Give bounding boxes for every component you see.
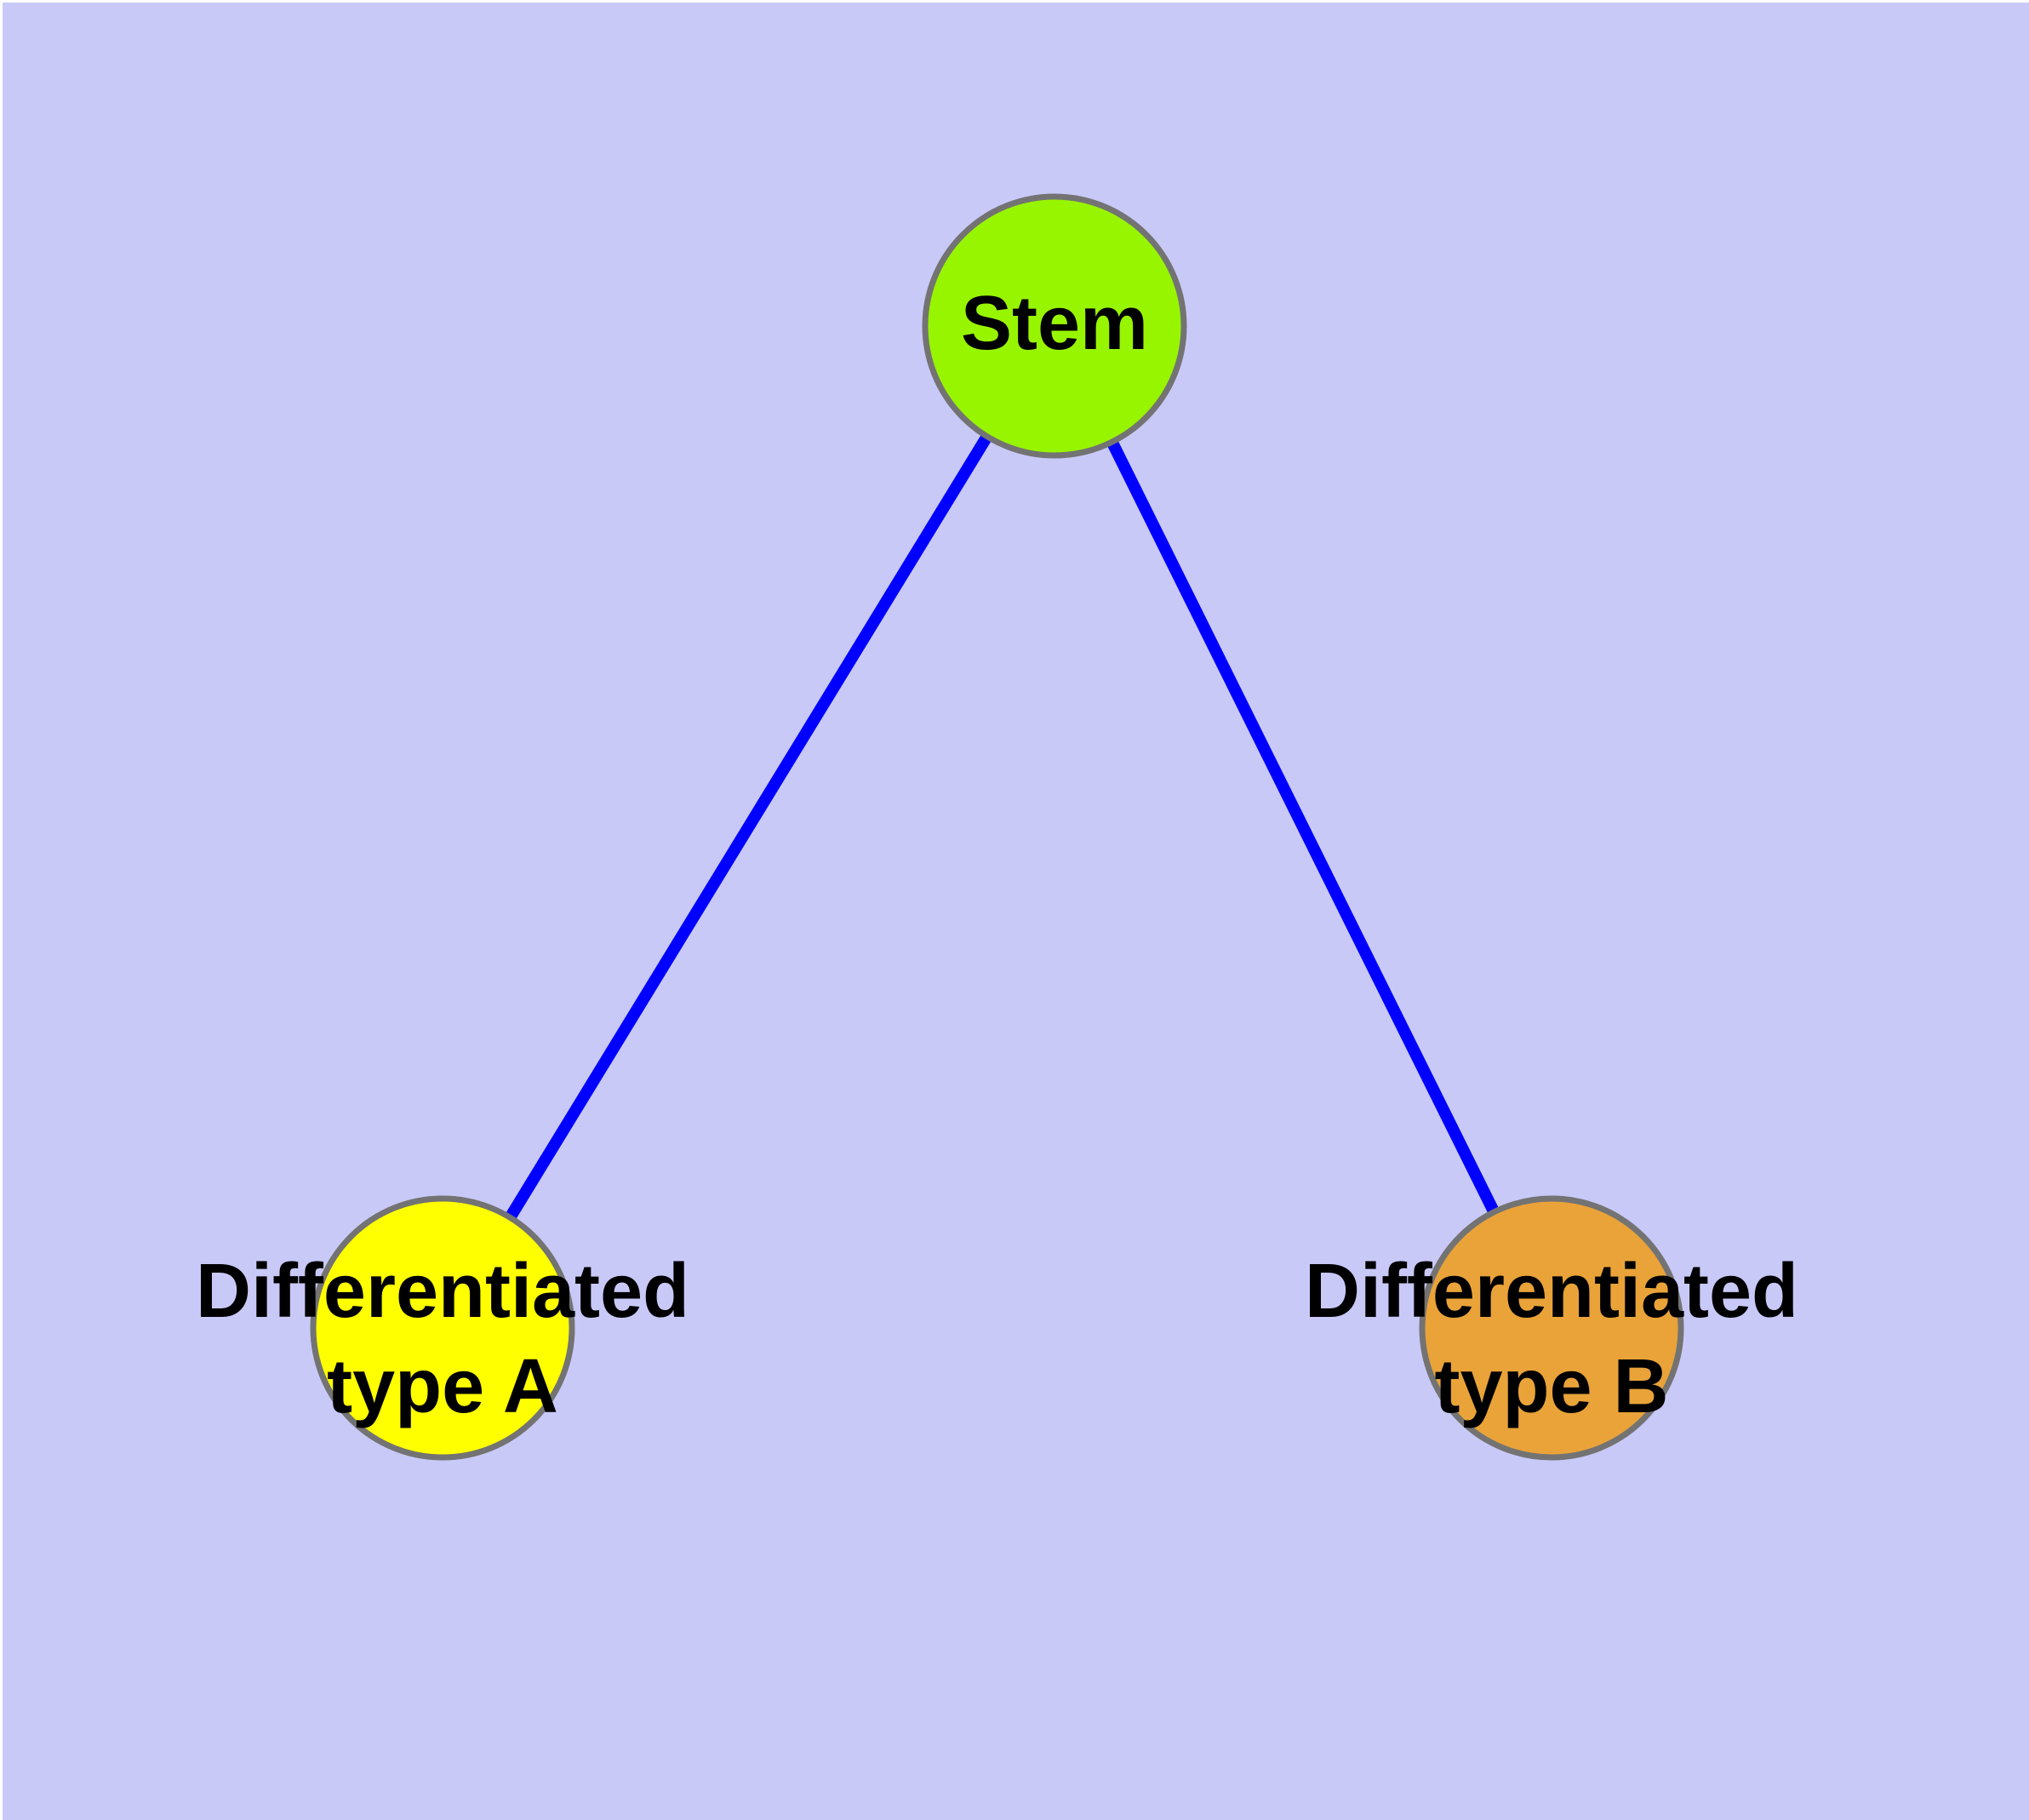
edge-stem-to-type-a — [437, 323, 1060, 1331]
node-differentiated-type-b — [1419, 1195, 1684, 1461]
node-differentiated-type-a — [310, 1195, 575, 1461]
node-type-a-label-line2: type A — [327, 1344, 558, 1429]
edge-stem-to-type-b — [1049, 323, 1557, 1331]
node-stem — [922, 193, 1187, 459]
node-type-b-label-line1: Differentiated — [1305, 1249, 1798, 1334]
node-type-a-label-line1: Differentiated — [196, 1249, 689, 1334]
node-type-b-label-line2: type B — [1434, 1344, 1668, 1429]
node-stem-label: Stem — [961, 281, 1148, 366]
